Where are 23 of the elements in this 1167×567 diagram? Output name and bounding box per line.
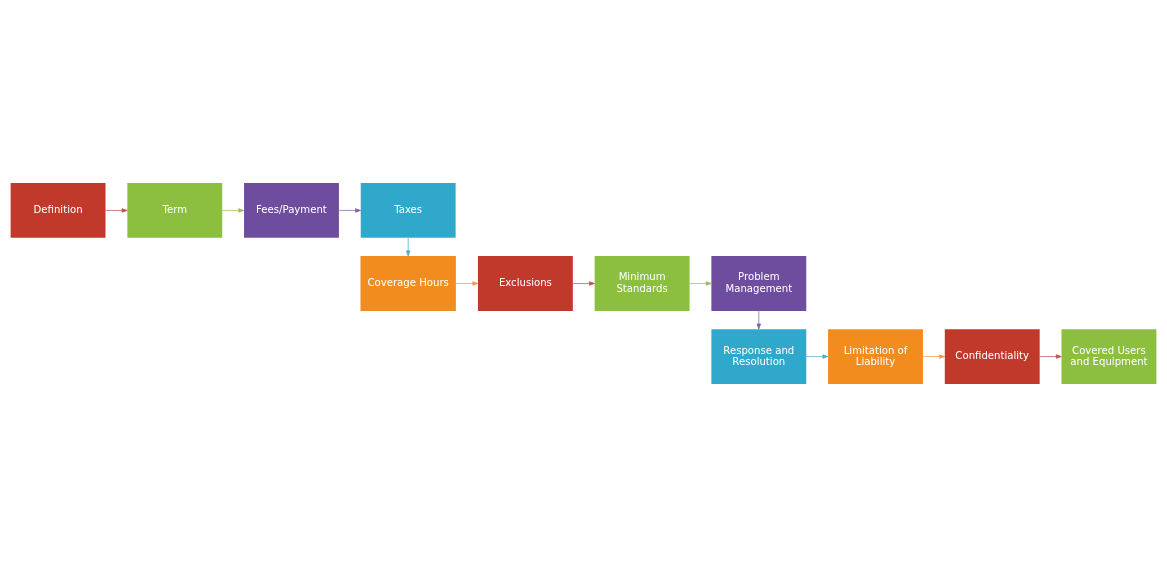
arrow bbox=[1039, 354, 1062, 359]
node-box: Covered Users and Equipment bbox=[1061, 329, 1157, 384]
arrow bbox=[221, 208, 245, 213]
node-box: Taxes bbox=[360, 183, 456, 238]
arrow bbox=[756, 310, 761, 330]
node-box: Problem Management bbox=[711, 256, 807, 311]
arrow bbox=[922, 354, 945, 359]
arrow bbox=[805, 354, 829, 359]
node-box: Fees/Payment bbox=[244, 183, 339, 238]
node-box: Confidentiality bbox=[944, 329, 1040, 384]
arrow bbox=[572, 281, 595, 286]
node-box: Response and Resolution bbox=[711, 329, 807, 384]
node-box: Coverage Hours bbox=[360, 256, 456, 311]
arrow bbox=[455, 281, 479, 286]
arrow bbox=[338, 208, 361, 213]
node-box: Minimum Standards bbox=[594, 256, 690, 311]
arrow bbox=[105, 208, 128, 213]
node-box: Definition bbox=[10, 183, 106, 238]
node-box: Term bbox=[127, 183, 223, 238]
arrow bbox=[689, 281, 712, 286]
node-box: Limitation of Liability bbox=[828, 329, 923, 384]
node-box: Exclusions bbox=[477, 256, 573, 311]
arrow bbox=[406, 237, 411, 257]
